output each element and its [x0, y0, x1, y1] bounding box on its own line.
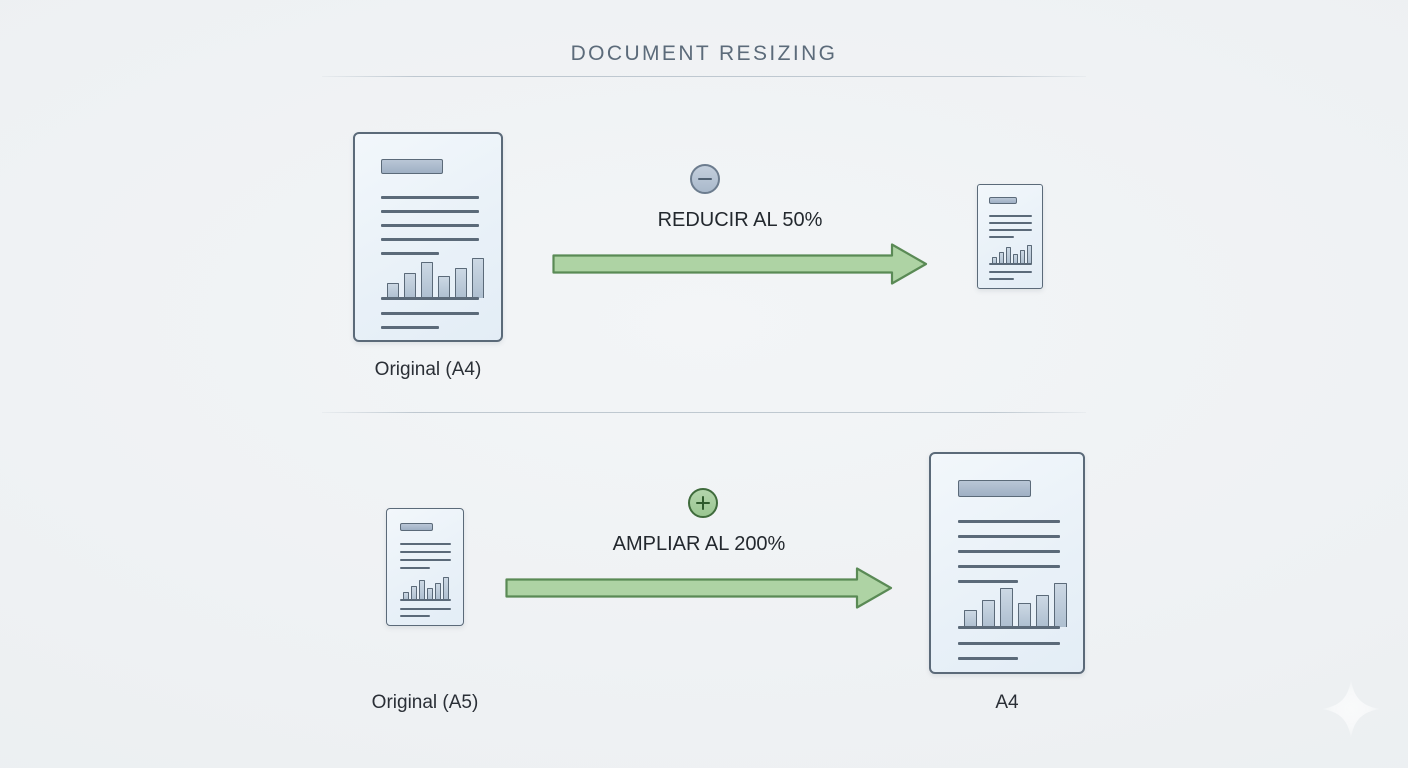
row-enlarge: Original (A5) AMPLIAR AL 200%: [0, 440, 1408, 730]
result-document-a4[interactable]: [929, 452, 1085, 674]
chart-bar: [404, 273, 416, 298]
minus-circle-icon: [690, 164, 720, 194]
chart-bar: [419, 580, 425, 600]
document-content: [931, 454, 1083, 672]
document-text-line: [958, 550, 1060, 553]
plus-glyph-vertical: [701, 496, 705, 510]
document-text-line: [958, 565, 1060, 568]
document-header-bar: [989, 197, 1017, 204]
document-text-line: [400, 615, 430, 617]
chart-baseline: [381, 297, 479, 300]
chart-bar: [403, 592, 409, 600]
document-text-line: [381, 238, 479, 241]
document-text-line: [989, 229, 1032, 231]
document-content: [978, 185, 1042, 288]
chart-bar: [1036, 595, 1049, 627]
minus-glyph: [698, 177, 712, 181]
chart-bar: [427, 588, 433, 600]
document-text-line: [381, 326, 439, 329]
result-document-a6[interactable]: [977, 184, 1043, 289]
chart-bar: [1006, 247, 1011, 264]
chart-bar: [387, 283, 399, 298]
chart-bar: [1054, 583, 1067, 627]
document-content: [355, 134, 501, 340]
document-page: [929, 452, 1085, 674]
right-arrow-icon: [505, 567, 893, 609]
document-text-line: [381, 224, 479, 227]
document-text-line: [989, 222, 1032, 224]
chart-bar: [1018, 603, 1031, 627]
document-text-line: [958, 657, 1018, 660]
document-text-line: [381, 210, 479, 213]
document-text-line: [381, 252, 439, 255]
document-content: [387, 509, 463, 625]
divider-top: [322, 76, 1086, 77]
document-text-line: [989, 278, 1014, 280]
chart-bar: [411, 586, 417, 600]
chart-baseline: [400, 599, 451, 601]
chart-bar: [1027, 245, 1032, 264]
document-text-line: [400, 543, 451, 545]
chart-bar: [421, 262, 433, 298]
document-text-line: [381, 312, 479, 315]
source-caption: Original (A4): [374, 359, 482, 380]
document-page: [353, 132, 503, 342]
chart-bar: [472, 258, 484, 298]
document-text-line: [400, 551, 451, 553]
chart-baseline: [958, 626, 1060, 629]
operation-label: AMPLIAR AL 200%: [612, 533, 786, 555]
page-title: DOCUMENT RESIZING: [570, 42, 838, 65]
plus-circle-icon: [688, 488, 718, 518]
chart-bar: [438, 276, 450, 298]
chart-bar: [992, 257, 997, 264]
chart-bar: [982, 600, 995, 627]
source-document-a5[interactable]: [386, 508, 464, 626]
document-page: [977, 184, 1043, 289]
right-arrow-icon: [552, 243, 928, 285]
chart-baseline: [989, 263, 1032, 265]
chart-bar: [999, 252, 1004, 264]
chart-bar: [1013, 254, 1018, 264]
source-document-a4[interactable]: [353, 132, 503, 342]
source-caption: Original (A5): [371, 692, 479, 713]
document-text-line: [400, 608, 451, 610]
document-text-line: [989, 271, 1032, 273]
document-page: [386, 508, 464, 626]
result-caption: A4: [995, 692, 1019, 713]
operation-reduce: REDUCIR AL 50%: [552, 164, 928, 285]
document-header-bar: [400, 523, 433, 531]
operation-enlarge: AMPLIAR AL 200%: [505, 488, 893, 609]
row-reduce: Original (A4) REDUCIR AL 50%: [0, 112, 1408, 402]
document-text-line: [381, 196, 479, 199]
chart-bar: [1020, 250, 1025, 264]
document-header-bar: [381, 159, 443, 174]
document-text-line: [989, 236, 1014, 238]
document-text-line: [958, 642, 1060, 645]
document-text-line: [400, 559, 451, 561]
divider-middle: [322, 412, 1086, 413]
document-text-line: [400, 567, 430, 569]
chart-bar: [435, 583, 441, 600]
chart-bar: [1000, 588, 1013, 627]
operation-label: REDUCIR AL 50%: [657, 209, 823, 231]
chart-bar: [443, 577, 449, 600]
document-text-line: [958, 520, 1060, 523]
chart-bar: [455, 268, 467, 298]
document-text-line: [989, 215, 1032, 217]
document-text-line: [958, 535, 1060, 538]
document-header-bar: [958, 480, 1031, 497]
chart-bar: [964, 610, 977, 627]
document-text-line: [958, 580, 1018, 583]
